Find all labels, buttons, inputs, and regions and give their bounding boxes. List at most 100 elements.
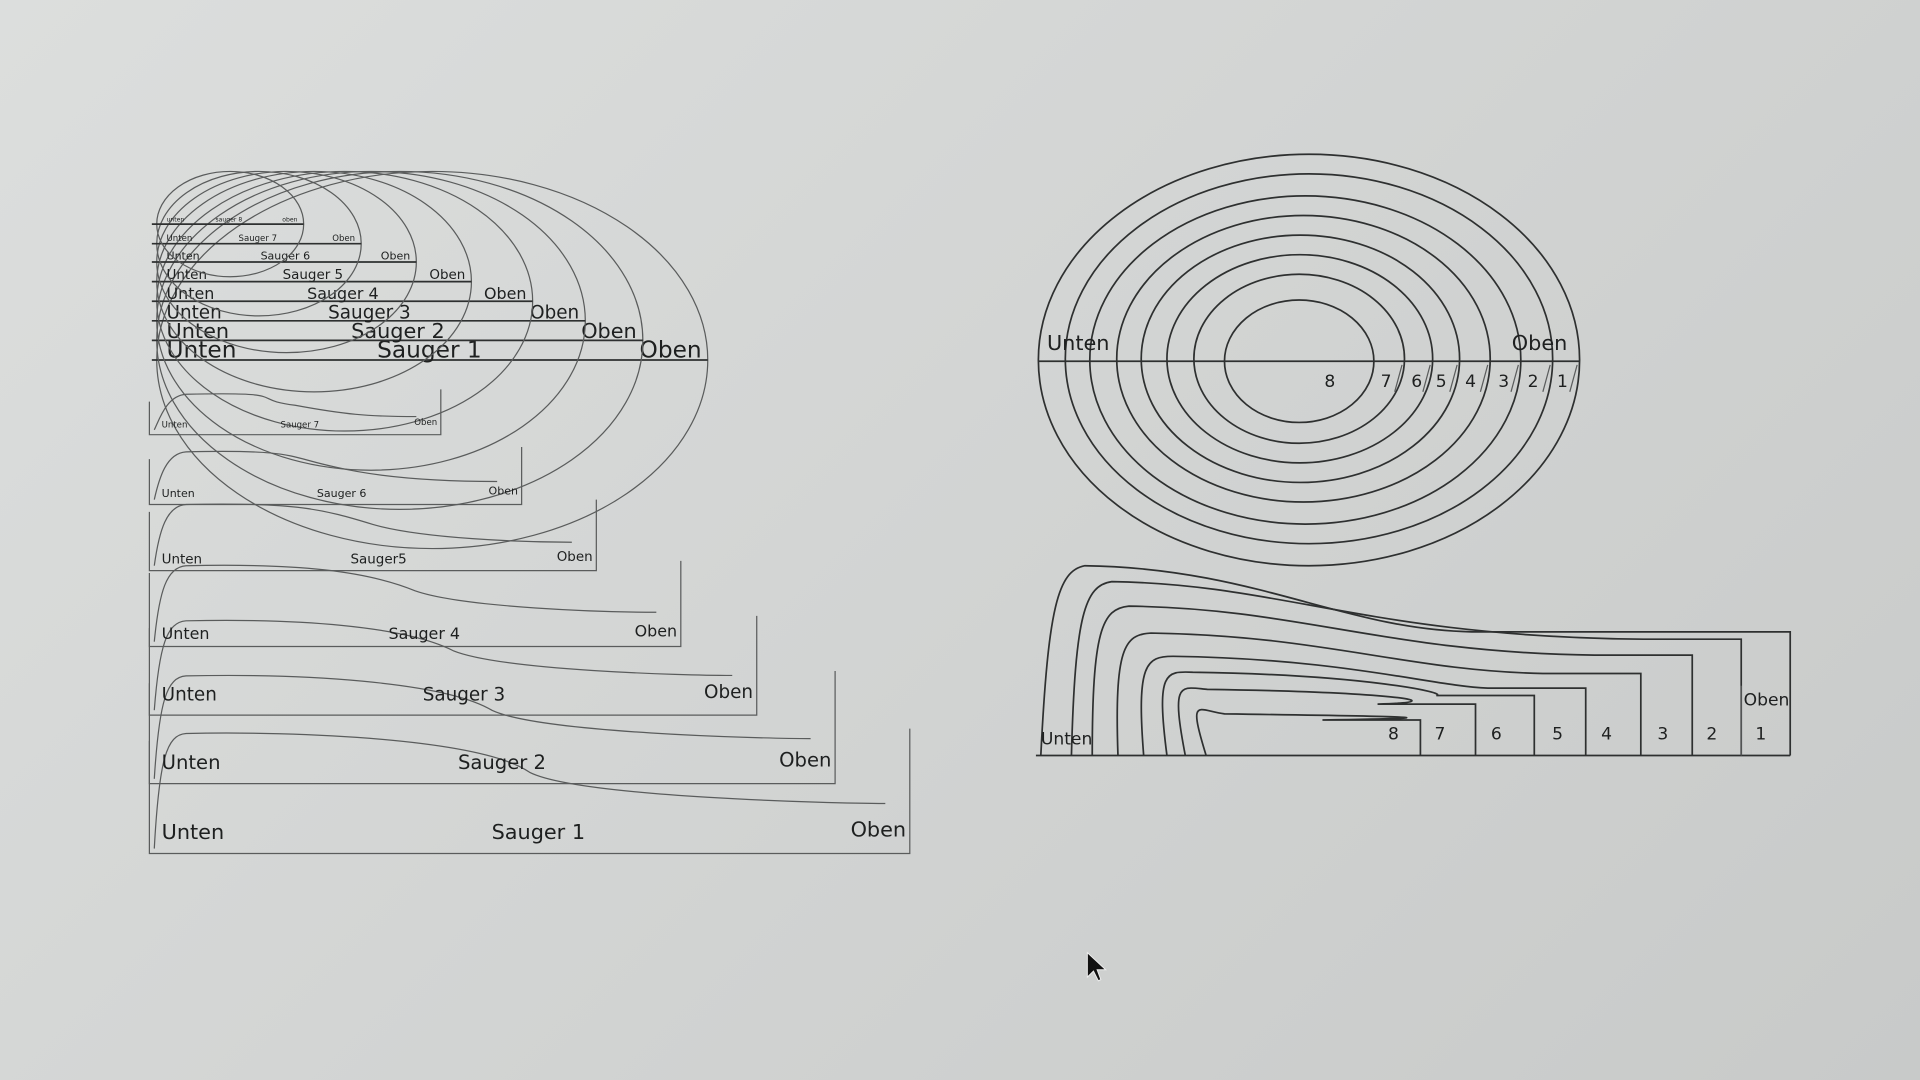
sauger-label: Sauger 6 <box>261 250 311 263</box>
sauger-outline-ellipse <box>1193 273 1406 445</box>
oben-label: Oben <box>429 268 465 283</box>
oben-label: Oben <box>484 284 526 303</box>
unten-label: Unten <box>162 684 217 705</box>
profile-curve <box>153 732 886 849</box>
ring-tick <box>1569 364 1578 392</box>
sauger-label: Sauger 3 <box>328 302 411 323</box>
unten-label: Unten <box>167 284 215 303</box>
unten-label: Unten <box>162 487 195 500</box>
oben-label: Oben <box>1512 331 1568 355</box>
profile-number: 4 <box>1601 725 1612 745</box>
profile-number: 3 <box>1657 725 1668 745</box>
ring-tick <box>1422 364 1431 392</box>
unten-label: Unten <box>162 624 210 643</box>
profile-box <box>148 728 911 855</box>
oben-label: Oben <box>640 337 702 364</box>
sauger-outline-ellipse <box>1115 214 1492 503</box>
sauger-label: Sauger5 <box>351 552 407 567</box>
oben-label: Oben <box>332 234 355 244</box>
ring-number: 1 <box>1557 372 1568 392</box>
sauger-label: Sauger 4 <box>307 284 379 303</box>
profile-curve <box>1116 632 1642 756</box>
ring-tick <box>1542 364 1551 392</box>
unten-label: unten <box>167 217 185 224</box>
profile-curve <box>153 564 657 642</box>
sauger-label: Sauger 2 <box>458 751 546 774</box>
profile-number: 1 <box>1755 725 1766 745</box>
profile-box <box>148 560 682 648</box>
profile-box <box>148 615 758 716</box>
ring-number: 2 <box>1528 372 1539 392</box>
sauger-outline-ellipse <box>1166 253 1434 464</box>
oben-label: Oben <box>704 682 753 703</box>
profile-number: 7 <box>1435 725 1446 745</box>
unten-label: Unten <box>167 268 207 283</box>
sauger-outline-ellipse <box>1037 153 1581 567</box>
sauger-label: Sauger 4 <box>389 624 461 643</box>
ring-tick <box>1510 364 1519 392</box>
profile-curve <box>1091 605 1694 756</box>
sauger-label: Sauger 5 <box>283 268 344 283</box>
sauger-label: Sauger 3 <box>423 684 506 705</box>
sauger-label: Sauger 1 <box>492 820 586 844</box>
ring-number: 8 <box>1324 372 1335 392</box>
sauger-label: Sauger 6 <box>317 487 367 500</box>
unten-label: Unten <box>1047 331 1110 355</box>
oben-label: Oben <box>381 250 410 263</box>
ring-number: 6 <box>1411 372 1422 392</box>
oben-label: Oben <box>1744 690 1790 710</box>
profile-curve <box>1161 671 1536 756</box>
oben-label: Oben <box>557 550 593 565</box>
profile-curve <box>1177 687 1477 756</box>
profile-curve <box>153 619 733 711</box>
oben-label: Oben <box>851 817 907 841</box>
profile-box <box>148 446 523 506</box>
profile-number: 6 <box>1491 725 1502 745</box>
sauger-label: sauger 8 <box>216 217 243 224</box>
mouse-cursor-icon <box>1086 951 1107 982</box>
unten-label: Unten <box>167 302 222 323</box>
profile-curve <box>1195 708 1422 756</box>
unten-label: Unten <box>162 552 202 567</box>
oben-label: Oben <box>489 485 518 498</box>
sauger-label: Sauger 7 <box>281 420 320 430</box>
sauger-outline-ellipse <box>1064 173 1554 545</box>
oben-label: oben <box>282 217 297 224</box>
profile-box <box>148 389 442 436</box>
profile-curve <box>153 503 572 566</box>
profile-curve <box>153 674 811 779</box>
sauger-outline-ellipse <box>1088 195 1522 525</box>
sauger-label: Sauger 2 <box>351 319 445 343</box>
ring-tick <box>1479 364 1489 392</box>
right-side-view-profiles: Unten Oben 1 2 3 4 5 6 7 8 <box>1035 564 1792 757</box>
profile-curve <box>1070 580 1743 756</box>
ring-number: 3 <box>1498 372 1509 392</box>
profile-curve <box>153 393 417 431</box>
oben-label: Oben <box>779 749 831 772</box>
oben-label: Oben <box>530 302 579 323</box>
ring-number: 5 <box>1436 372 1447 392</box>
oben-label: Oben <box>635 622 677 641</box>
oben-label: Oben <box>414 418 437 428</box>
profile-box <box>148 671 836 785</box>
profile-number: 5 <box>1552 725 1563 745</box>
ring-number: 4 <box>1465 372 1476 392</box>
profile-number: 8 <box>1388 725 1399 745</box>
ring-tick <box>1394 364 1403 392</box>
profile-curve <box>153 450 498 500</box>
unten-label: Unten <box>162 820 225 844</box>
sauger-label: Sauger 7 <box>239 234 278 244</box>
profile-number: 2 <box>1706 725 1717 745</box>
unten-label: Unten <box>162 420 188 430</box>
unten-label: Unten <box>167 234 193 244</box>
ring-tick <box>1449 364 1458 392</box>
ring-number: 7 <box>1381 372 1392 392</box>
oben-label: Oben <box>581 319 637 343</box>
sauger-outline-ellipse <box>1140 234 1461 484</box>
profile-curve <box>1140 655 1587 756</box>
unten-label: Unten <box>1041 729 1093 749</box>
